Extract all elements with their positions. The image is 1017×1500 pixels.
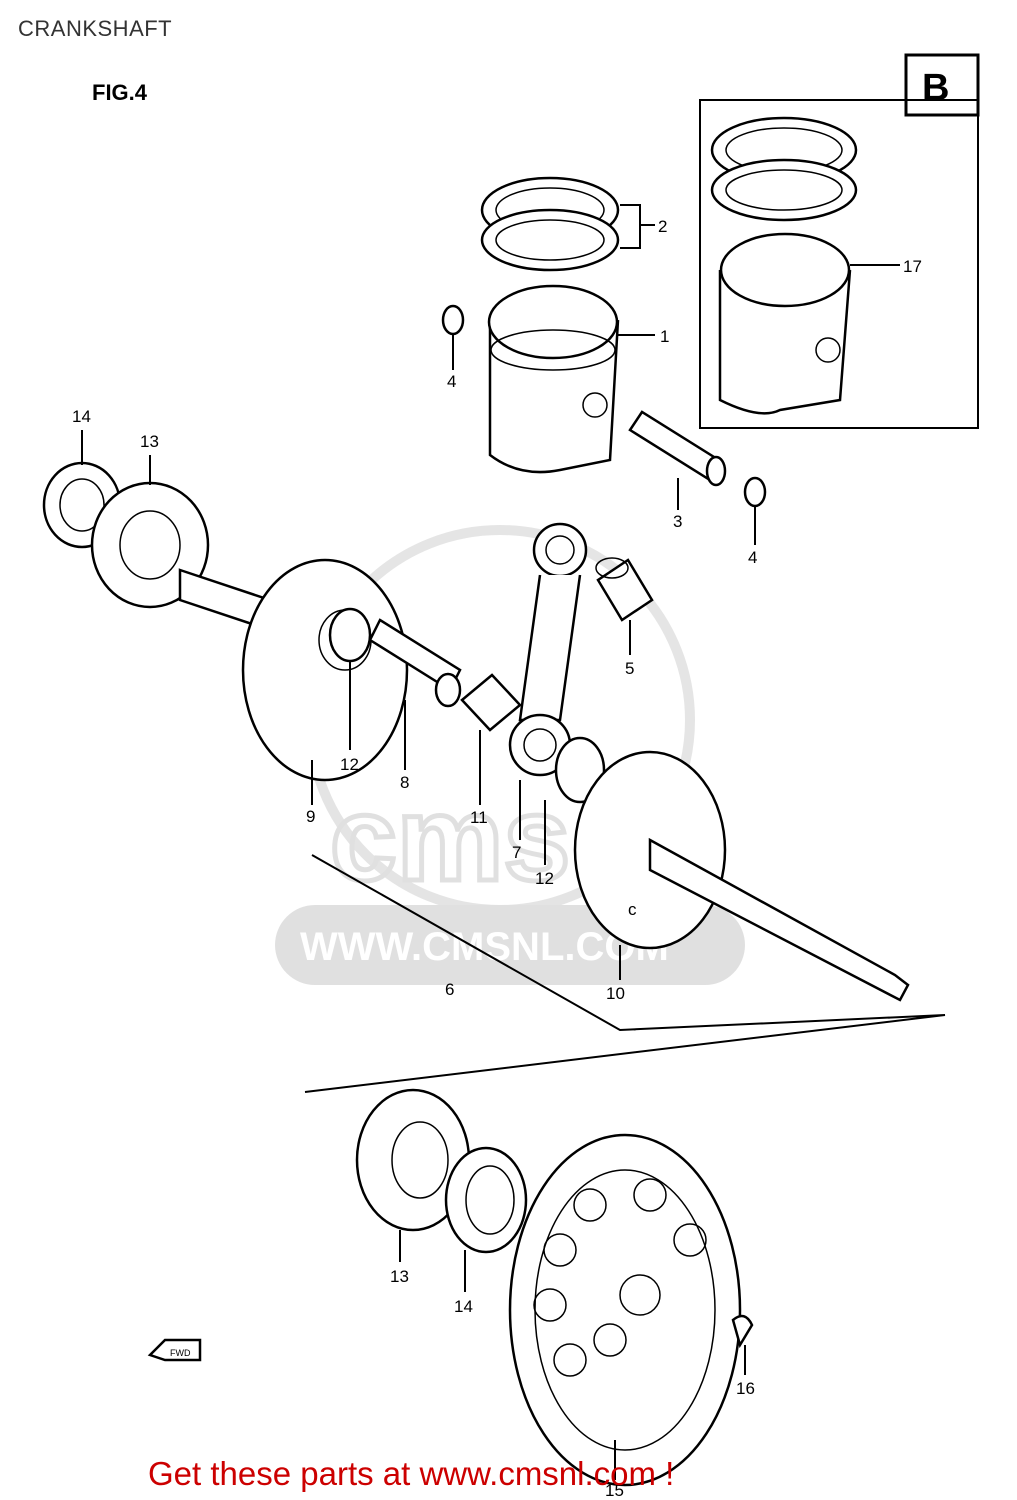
svg-text:B: B [922,67,949,109]
callout-14a: 14 [72,407,91,426]
connecting-rod-7 [508,522,588,777]
needle-bearing-5 [595,557,654,622]
watermark-logo: cms [330,772,570,906]
piston-set-17 [699,99,979,429]
svg-text:FWD: FWD [170,1348,191,1358]
figure-label: FIG.4 [92,80,148,105]
washer-12a [328,607,372,663]
callout-13a: 13 [140,432,159,451]
crank-pin-8 [434,672,462,708]
crank-half-left-9 [178,558,462,782]
page-title: CRANKSHAFT [18,16,173,41]
piston-1 [487,284,620,474]
callout-1: 1 [660,327,669,346]
leader-lines [81,224,900,1480]
woodruff-key-16 [731,1314,754,1349]
fwd-arrow: FWD [147,1338,202,1362]
callout-2: 2 [658,217,667,236]
starter-gear-15 [508,1133,742,1487]
circlip-4a [441,304,465,336]
callout-11: 11 [470,808,488,827]
watermark: cms WWW.CMSNL.COM [275,525,745,985]
callout-3: 3 [673,512,682,531]
callout-12b: 12 [535,869,554,888]
callout-17: 17 [903,257,922,276]
callout-14b: 14 [454,1297,473,1316]
callout-6: 6 [445,980,454,999]
callout-13b: 13 [390,1267,409,1286]
get-parts-link[interactable]: Get these parts at www.cmsnl.com ! [148,1455,675,1492]
svg-text:c: c [628,900,637,919]
bearing-13b [355,1088,471,1232]
section-badge: B [904,53,980,117]
needle-bearing-11 [460,673,522,732]
callout-4b: 4 [748,548,757,567]
callout-15: 15 [605,1481,624,1500]
piston-rings-2 [480,176,641,272]
callout-9: 9 [306,807,315,826]
circlip-4b [743,476,767,508]
oil-seal-14b [444,1146,528,1254]
watermark-url: WWW.CMSNL.COM [300,925,669,969]
callout-5: 5 [625,659,634,678]
assembly-bracket-6 [304,854,946,1093]
callout-10: 10 [606,984,625,1003]
piston-pin-3 [628,410,727,487]
callout-7: 7 [512,843,521,862]
callout-4a: 4 [447,372,456,391]
crank-half-right-10: c [573,750,910,1002]
callout-12a: 12 [340,755,359,774]
callout-8: 8 [400,773,409,792]
callout-16: 16 [736,1379,755,1398]
